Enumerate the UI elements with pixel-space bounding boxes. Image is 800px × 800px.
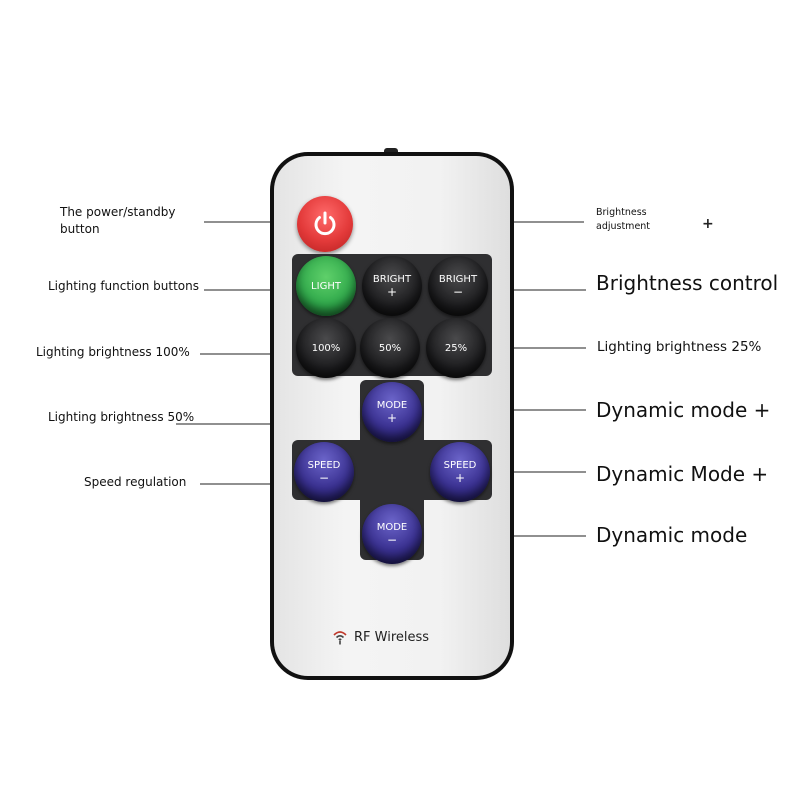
brightness-25-button[interactable]: 25% <box>426 318 486 378</box>
label-brightness-adj: Brightness adjustment <box>596 207 651 232</box>
bright-down-label: BRIGHT <box>438 274 478 285</box>
label-bright-25: Lighting brightness 25% <box>597 339 762 355</box>
bright-up-label: BRIGHT <box>372 274 412 285</box>
brightness-50-button[interactable]: 50% <box>360 318 420 378</box>
mode-down-sym: − <box>386 533 398 547</box>
label-light-fn: Lighting function buttons <box>48 279 199 293</box>
mode-up-button[interactable]: MODE + <box>362 382 422 442</box>
label-bright-100: Lighting brightness 100% <box>36 345 190 359</box>
brightness-100-label: 100% <box>311 342 341 354</box>
speed-down-sym: − <box>318 471 330 485</box>
power-button[interactable] <box>297 196 353 252</box>
label-speed: Speed regulation <box>84 475 187 489</box>
label-plus-mark: + <box>702 216 714 232</box>
mode-up-label: MODE <box>376 400 408 411</box>
brightness-100-button[interactable]: 100% <box>296 318 356 378</box>
bright-down-sym: − <box>452 285 464 299</box>
mode-down-label: MODE <box>376 522 408 533</box>
brand-text: RF Wireless <box>354 629 430 645</box>
remote-antenna-nub <box>384 148 398 154</box>
mode-down-button[interactable]: MODE − <box>362 504 422 564</box>
label-bright-50: Lighting brightness 50% <box>48 410 195 424</box>
wireless-signal-icon <box>333 631 347 645</box>
power-icon <box>314 211 336 236</box>
label-dyn-plus-1: Dynamic mode + <box>596 398 771 422</box>
brightness-50-label: 50% <box>378 342 402 354</box>
speed-down-button[interactable]: SPEED − <box>294 442 354 502</box>
speed-down-label: SPEED <box>307 460 341 471</box>
light-button[interactable]: LIGHT <box>296 256 356 316</box>
speed-up-button[interactable]: SPEED + <box>430 442 490 502</box>
bright-down-button[interactable]: BRIGHT − <box>428 256 488 316</box>
bright-up-button[interactable]: BRIGHT + <box>362 256 422 316</box>
label-dyn-plus-2: Dynamic Mode + <box>596 462 769 486</box>
bright-up-sym: + <box>386 285 398 299</box>
label-power: The power/standby button <box>60 205 176 236</box>
mode-up-sym: + <box>386 411 398 425</box>
label-brightness-ctrl: Brightness control <box>596 271 779 295</box>
speed-up-sym: + <box>454 471 466 485</box>
remote-brand: RF Wireless <box>332 629 429 645</box>
light-button-label: LIGHT <box>311 280 341 292</box>
label-dyn-mode: Dynamic mode <box>596 523 748 547</box>
brightness-25-label: 25% <box>444 342 468 354</box>
speed-up-label: SPEED <box>443 460 477 471</box>
